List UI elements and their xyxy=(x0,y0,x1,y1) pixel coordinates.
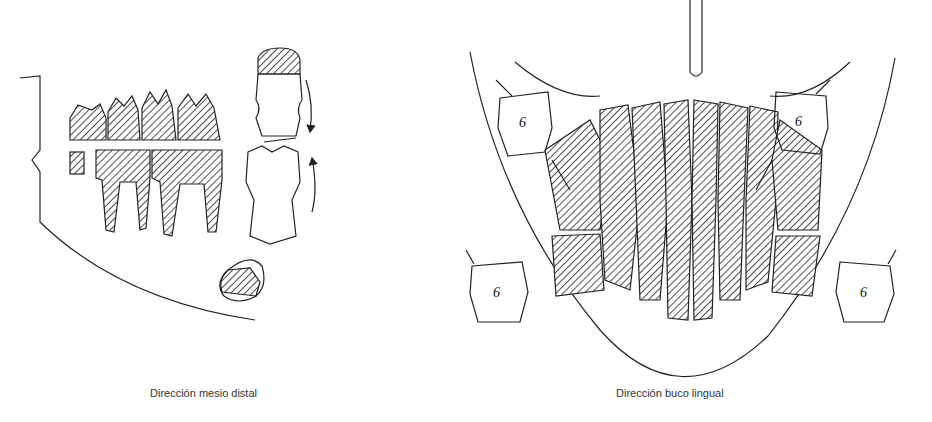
tooth-number: 6 xyxy=(517,115,528,130)
figure-caption: Dirección mesio distal xyxy=(150,387,257,400)
buco-lingual-figure xyxy=(466,0,896,377)
figure-caption: Dirección buco lingual xyxy=(616,387,724,400)
tooth-number: 6 xyxy=(858,285,869,300)
tooth-number: 6 xyxy=(793,114,804,129)
mesio-distal-figure xyxy=(20,48,315,320)
tooth-number: 6 xyxy=(491,285,502,300)
